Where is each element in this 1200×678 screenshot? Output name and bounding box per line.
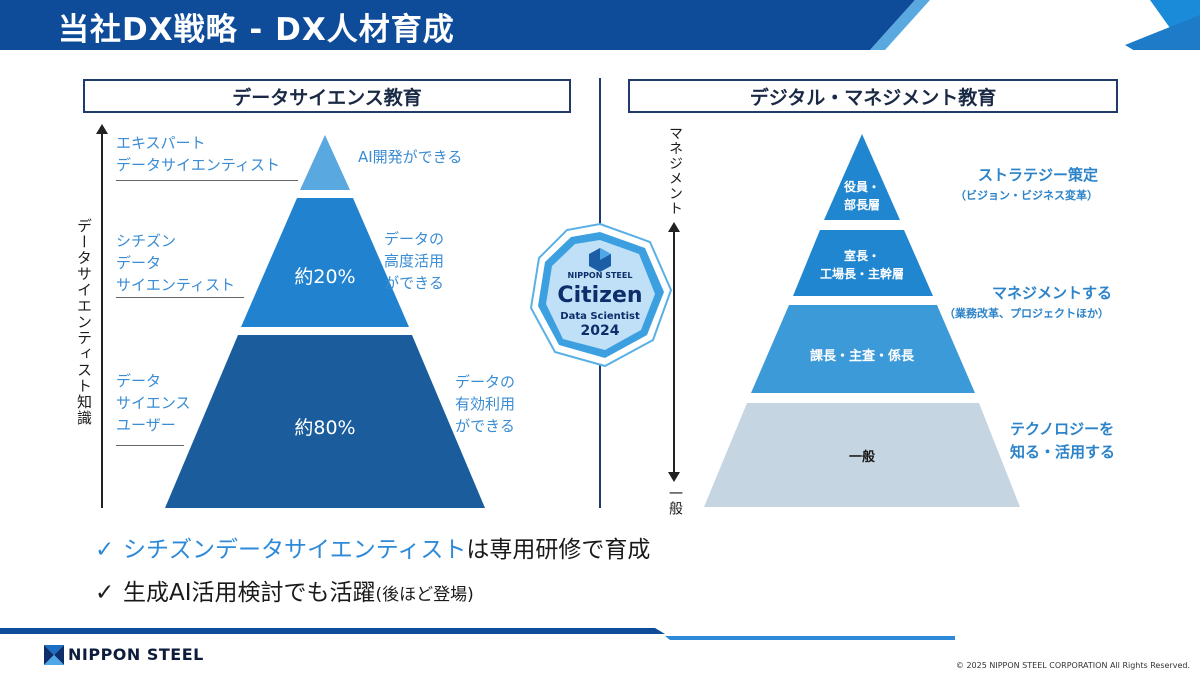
pyramid-tier-general xyxy=(704,403,1020,507)
pyramid-label-general: 一般 xyxy=(848,450,875,465)
title-bar xyxy=(0,0,1200,50)
badge-brand: NIPPON STEEL xyxy=(567,271,633,280)
bullet-1-highlight: シチズンデータサイエンティスト xyxy=(123,537,467,563)
caption-manage: マネジメントする xyxy=(992,284,1113,302)
check-icon: ✓ xyxy=(95,537,115,563)
tier-label-user: データ サイエンス ユーザー xyxy=(116,372,191,434)
pyramid-tier-executive xyxy=(824,134,900,220)
nippon-steel-logo: NIPPON STEEL xyxy=(68,645,204,664)
pyramid-percent-user: 約80% xyxy=(294,417,356,439)
pyramid-tier-user xyxy=(165,335,485,508)
caption-expert: AI開発ができる xyxy=(358,148,463,166)
right-section-title: デジタル・マネジメント教育 xyxy=(628,79,1118,113)
bullet-2: ✓ 生成AI活用検討でも活躍(後ほど登場) xyxy=(95,573,474,607)
left-axis-label: データサイエンティスト知識 xyxy=(75,218,93,426)
right-axis-arrow xyxy=(668,222,680,482)
caption-strategy: ストラテジー策定 xyxy=(978,166,1099,184)
pyramid-tier-section xyxy=(751,305,975,393)
tier-underline-expert xyxy=(116,180,298,181)
pyramid-tier-manager xyxy=(793,230,933,296)
bullet-1: ✓ シチズンデータサイエンティストは専用研修で育成 xyxy=(95,530,650,564)
caption-manage-sub: （業務改革、プロジェクトほか） xyxy=(944,307,1109,320)
badge-year: 2024 xyxy=(580,323,620,339)
page-title: 当社DX戦略 - DX人材育成 xyxy=(58,12,455,48)
tier-label-citizen: シチズン データ サイエンティスト xyxy=(116,232,235,294)
check-icon: ✓ xyxy=(95,580,115,606)
tier-underline-user xyxy=(116,445,184,446)
left-pyramid xyxy=(165,135,485,508)
caption-citizen: データの 高度活用 ができる xyxy=(384,230,445,292)
pyramid-label-executive: 役員・ 部長層 xyxy=(843,180,880,212)
pyramid-tier-expert xyxy=(300,135,350,190)
left-section-title: データサイエンス教育 xyxy=(83,79,571,113)
pyramid-label-section: 課長・主査・係長 xyxy=(809,349,914,364)
left-axis-arrow xyxy=(96,124,108,508)
pyramid-label-manager: 室長・ 工場長・主幹層 xyxy=(819,249,904,281)
pyramid-tier-citizen xyxy=(241,198,409,327)
badge-subtitle: Data Scientist xyxy=(560,311,640,322)
bullet-1-text: は専用研修で育成 xyxy=(466,537,651,563)
badge-title: Citizen xyxy=(557,283,643,308)
caption-strategy-sub: （ビジョン・ビジネス変革） xyxy=(955,189,1098,202)
bullet-2-note: (後ほど登場) xyxy=(375,585,474,605)
caption-user: データの 有効利用 ができる xyxy=(455,373,516,435)
bullet-2-text: 生成AI活用検討でも活躍 xyxy=(123,580,376,606)
caption-technology-sub: 知る・活用する xyxy=(1010,443,1116,461)
right-pyramid xyxy=(704,134,1020,507)
copyright: © 2025 NIPPON STEEL CORPORATION All Righ… xyxy=(955,661,1190,670)
tier-underline-citizen xyxy=(116,297,244,298)
tier-label-expert: エキスパート データサイエンティスト xyxy=(116,134,280,174)
caption-technology: テクノロジーを xyxy=(1010,420,1115,438)
citizen-data-scientist-badge xyxy=(529,222,673,368)
nippon-steel-logo-icon xyxy=(44,645,64,665)
right-axis-top-label: マネジメント xyxy=(667,126,683,216)
footer-stripes xyxy=(0,628,955,640)
right-axis-bottom-label: 一般 xyxy=(667,486,683,516)
pyramid-percent-citizen: 約20% xyxy=(294,266,356,288)
